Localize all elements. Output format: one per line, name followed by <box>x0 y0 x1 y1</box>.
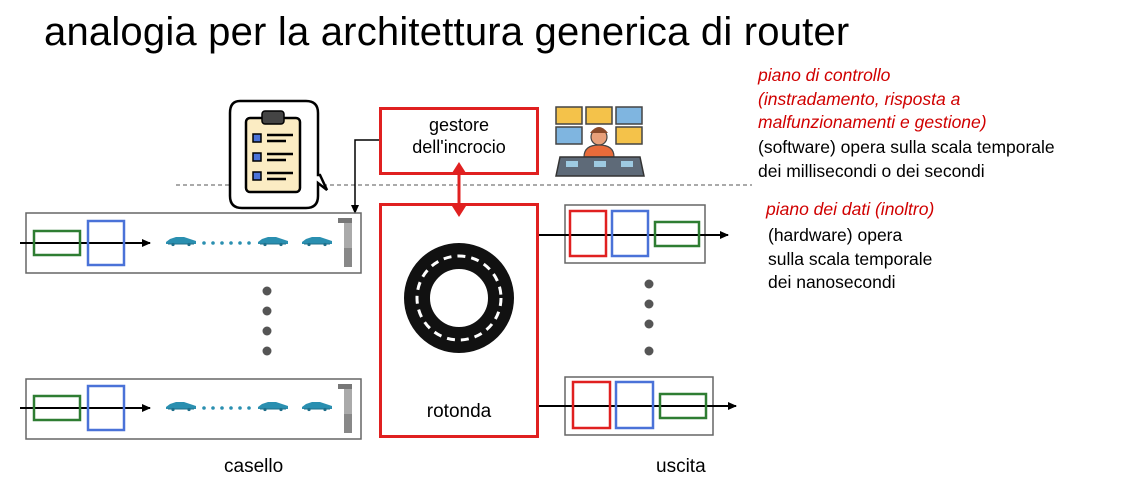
manager-label-line: dell'incrocio <box>412 137 506 157</box>
manager-label-line: gestore <box>428 115 490 135</box>
input-port-top <box>20 212 362 274</box>
roundabout-box <box>379 203 539 438</box>
car-icon <box>301 401 333 412</box>
toll-gate-icon <box>338 218 352 267</box>
car-icon <box>257 236 289 247</box>
data-plane-description: (hardware) opera sulla scala temporale d… <box>768 224 932 295</box>
car-icon <box>165 401 197 412</box>
roundabout-label: rotonda <box>426 401 492 422</box>
control-plane-line: piano di controllo <box>758 65 891 85</box>
manager-to-gate-connector <box>351 139 379 214</box>
control-plane-desc-line: (software) opera sulla scala temporale <box>758 137 1055 157</box>
control-data-link-arrow <box>452 162 466 217</box>
control-plane-line: malfunzionamenti e gestione) <box>758 112 987 132</box>
output-port-bottom <box>536 376 737 436</box>
clipboard-icon <box>228 99 329 210</box>
toll-gate-icon <box>338 384 352 433</box>
intersection-manager-box <box>379 107 539 175</box>
data-plane-desc-line: dei nanosecondi <box>768 272 896 292</box>
control-plane-line: (instradamento, risposta a <box>758 88 961 109</box>
car-icon <box>257 401 289 412</box>
input-port-bottom <box>20 378 362 440</box>
data-plane-heading: piano dei dati (inoltro) <box>766 199 935 219</box>
page-title: analogia per la architettura generica di… <box>44 10 850 54</box>
intersection-manager-label: gestore dell'incrocio <box>379 114 539 158</box>
output-ellipsis <box>644 279 654 356</box>
input-label: casello <box>224 456 284 477</box>
output-port-top <box>536 204 729 264</box>
operator-console-icon <box>555 106 645 177</box>
roundabout-icon <box>404 243 514 353</box>
output-label: uscita <box>656 456 706 477</box>
control-plane-description: (software) opera sulla scala temporale d… <box>758 136 1055 183</box>
input-ellipsis <box>262 286 272 356</box>
data-plane-desc-line: (hardware) opera <box>768 225 903 245</box>
control-plane-desc-line: dei millisecondi o dei secondi <box>758 160 985 181</box>
car-icon <box>165 236 197 247</box>
data-plane-desc-line: sulla scala temporale <box>768 248 933 269</box>
car-icon <box>301 236 333 247</box>
control-plane-heading: piano di controllo (instradamento, rispo… <box>758 64 987 135</box>
